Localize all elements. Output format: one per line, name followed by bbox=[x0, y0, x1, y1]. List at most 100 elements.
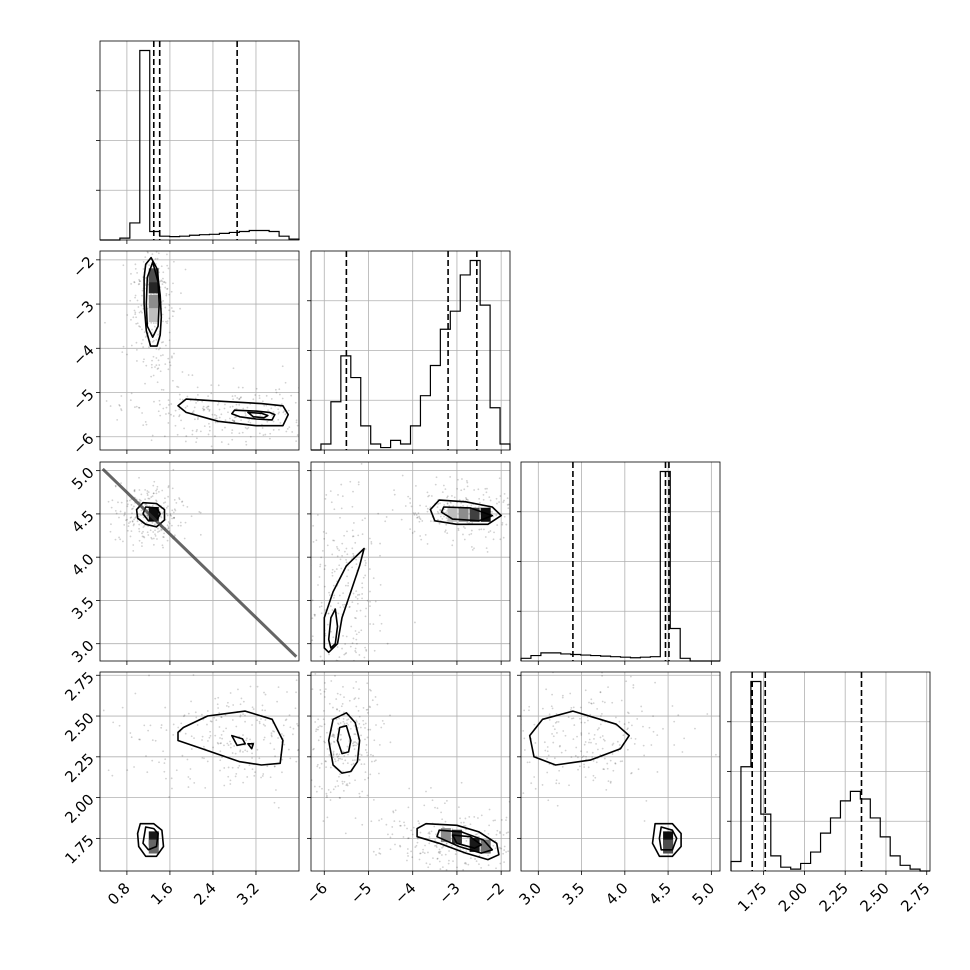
sample-point bbox=[159, 414, 162, 417]
sample-point bbox=[320, 733, 322, 735]
sample-point bbox=[588, 738, 591, 741]
sample-point bbox=[407, 495, 410, 498]
sample-point bbox=[176, 385, 178, 388]
sample-point bbox=[378, 614, 381, 617]
sample-point bbox=[173, 310, 175, 313]
sample-point bbox=[326, 426, 328, 428]
sample-point bbox=[535, 516, 537, 518]
sample-point bbox=[160, 529, 163, 532]
sample-point bbox=[358, 753, 361, 756]
sample-point bbox=[355, 638, 358, 641]
sample-point bbox=[137, 283, 140, 286]
sample-point bbox=[160, 341, 163, 344]
sample-point bbox=[496, 502, 498, 505]
sample-point bbox=[423, 804, 426, 807]
contour-line bbox=[323, 547, 365, 654]
sample-point bbox=[141, 545, 143, 548]
sample-point bbox=[372, 577, 375, 580]
sample-point bbox=[245, 440, 247, 443]
x-tick-label: 2.75 bbox=[897, 879, 933, 915]
sample-point bbox=[498, 477, 501, 480]
sample-point bbox=[503, 515, 506, 518]
sample-point bbox=[142, 516, 145, 519]
y-tick-label: 4.5 bbox=[68, 507, 98, 537]
sample-point bbox=[167, 495, 170, 498]
sample-point bbox=[167, 485, 170, 487]
sample-point bbox=[662, 727, 664, 730]
sample-point bbox=[443, 504, 446, 506]
sample-point bbox=[500, 847, 503, 850]
sample-point bbox=[126, 769, 129, 772]
sample-point bbox=[485, 491, 488, 494]
sample-point bbox=[352, 762, 355, 765]
sample-point bbox=[314, 740, 316, 742]
sample-point bbox=[445, 869, 448, 871]
sample-point bbox=[385, 516, 388, 518]
sample-point bbox=[193, 782, 196, 784]
sample-point bbox=[611, 753, 614, 755]
sample-point bbox=[407, 837, 409, 840]
sample-point bbox=[561, 694, 564, 697]
sample-point bbox=[173, 508, 176, 511]
sample-point bbox=[616, 740, 619, 743]
sample-point bbox=[334, 674, 336, 677]
sample-point bbox=[346, 719, 348, 721]
sample-point bbox=[172, 468, 175, 471]
contour-line bbox=[177, 710, 284, 766]
sample-point bbox=[526, 761, 529, 764]
sample-point bbox=[410, 829, 413, 832]
axes-frame bbox=[520, 461, 721, 662]
sample-point bbox=[286, 691, 288, 693]
sample-point bbox=[337, 443, 339, 445]
sample-point bbox=[172, 511, 175, 514]
sample-point bbox=[362, 723, 365, 726]
sample-point bbox=[164, 281, 167, 284]
sample-point bbox=[441, 491, 444, 494]
sample-point bbox=[460, 877, 462, 879]
sample-point bbox=[156, 248, 158, 250]
sample-point bbox=[330, 711, 332, 713]
sample-point bbox=[441, 518, 444, 520]
sample-point bbox=[302, 535, 304, 537]
sample-point bbox=[208, 410, 211, 412]
sample-point bbox=[333, 758, 336, 761]
sample-point bbox=[367, 777, 370, 779]
sample-point bbox=[157, 348, 160, 351]
sample-point bbox=[224, 426, 226, 429]
sample-point bbox=[349, 443, 351, 445]
sample-point bbox=[338, 549, 341, 552]
sample-point bbox=[333, 570, 336, 573]
sample-point bbox=[588, 701, 590, 704]
sample-point bbox=[355, 633, 358, 636]
sample-point bbox=[141, 294, 143, 297]
sample-point bbox=[196, 428, 198, 431]
sample-point bbox=[220, 733, 223, 736]
sample-point bbox=[308, 601, 310, 603]
sample-point bbox=[330, 630, 332, 633]
sample-point bbox=[130, 503, 133, 506]
sample-point bbox=[592, 702, 595, 705]
sample-point bbox=[620, 699, 623, 702]
sample-point bbox=[315, 539, 318, 542]
sample-point bbox=[272, 411, 275, 413]
sample-point bbox=[111, 774, 114, 777]
sample-point bbox=[339, 516, 341, 519]
sample-point bbox=[448, 505, 451, 507]
sample-point bbox=[466, 505, 469, 508]
sample-point bbox=[607, 780, 610, 783]
sample-point bbox=[244, 414, 247, 417]
sample-point bbox=[417, 820, 420, 823]
sample-point bbox=[438, 860, 441, 863]
x-tick-label: 1.75 bbox=[734, 879, 770, 915]
sample-point bbox=[291, 431, 294, 433]
sample-point bbox=[180, 419, 182, 422]
sample-point bbox=[369, 605, 371, 608]
sample-point bbox=[129, 299, 132, 302]
sample-point bbox=[158, 364, 161, 366]
sample-point bbox=[141, 328, 143, 331]
sample-point bbox=[195, 401, 197, 404]
sample-point bbox=[370, 542, 373, 545]
sample-point bbox=[375, 724, 377, 726]
sample-point bbox=[189, 768, 192, 770]
sample-point bbox=[163, 770, 166, 773]
